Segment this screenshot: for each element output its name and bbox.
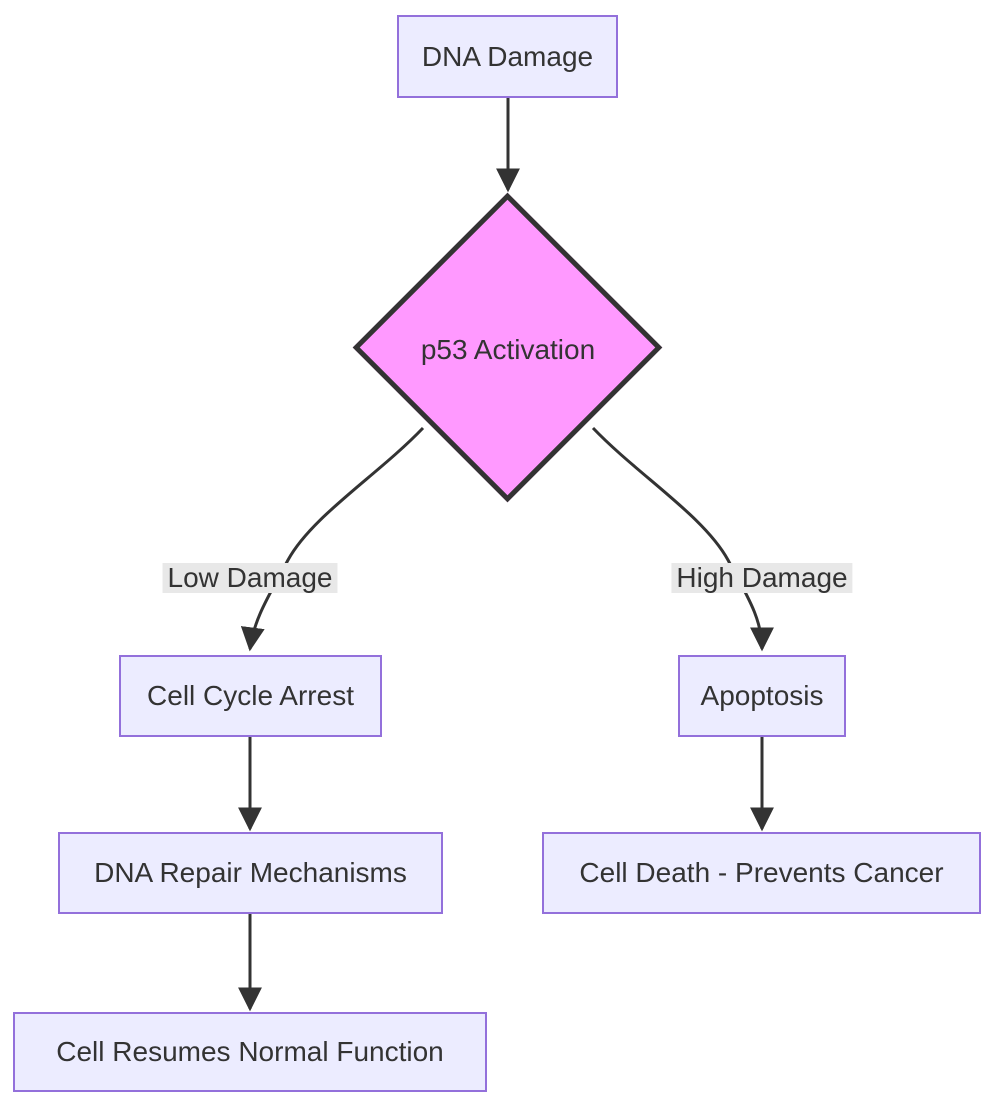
- node-dna-damage: DNA Damage: [397, 15, 618, 98]
- node-dna-repair-mechanisms: DNA Repair Mechanisms: [58, 832, 443, 914]
- node-apoptosis: Apoptosis: [678, 655, 846, 737]
- edge-p53-to-cell-cycle-arrest: [240, 426, 425, 652]
- edge-p53-to-apoptosis: [591, 426, 774, 652]
- edge-label-high-damage: High Damage: [671, 563, 853, 593]
- node-cell-resumes-normal-function: Cell Resumes Normal Function: [13, 1012, 487, 1092]
- node-cell-death-prevents-cancer: Cell Death - Prevents Cancer: [542, 832, 981, 914]
- node-cell-cycle-arrest: Cell Cycle Arrest: [119, 655, 382, 737]
- node-p53-activation-label: p53 Activation: [420, 334, 596, 365]
- edge-label-low-damage: Low Damage: [162, 563, 338, 593]
